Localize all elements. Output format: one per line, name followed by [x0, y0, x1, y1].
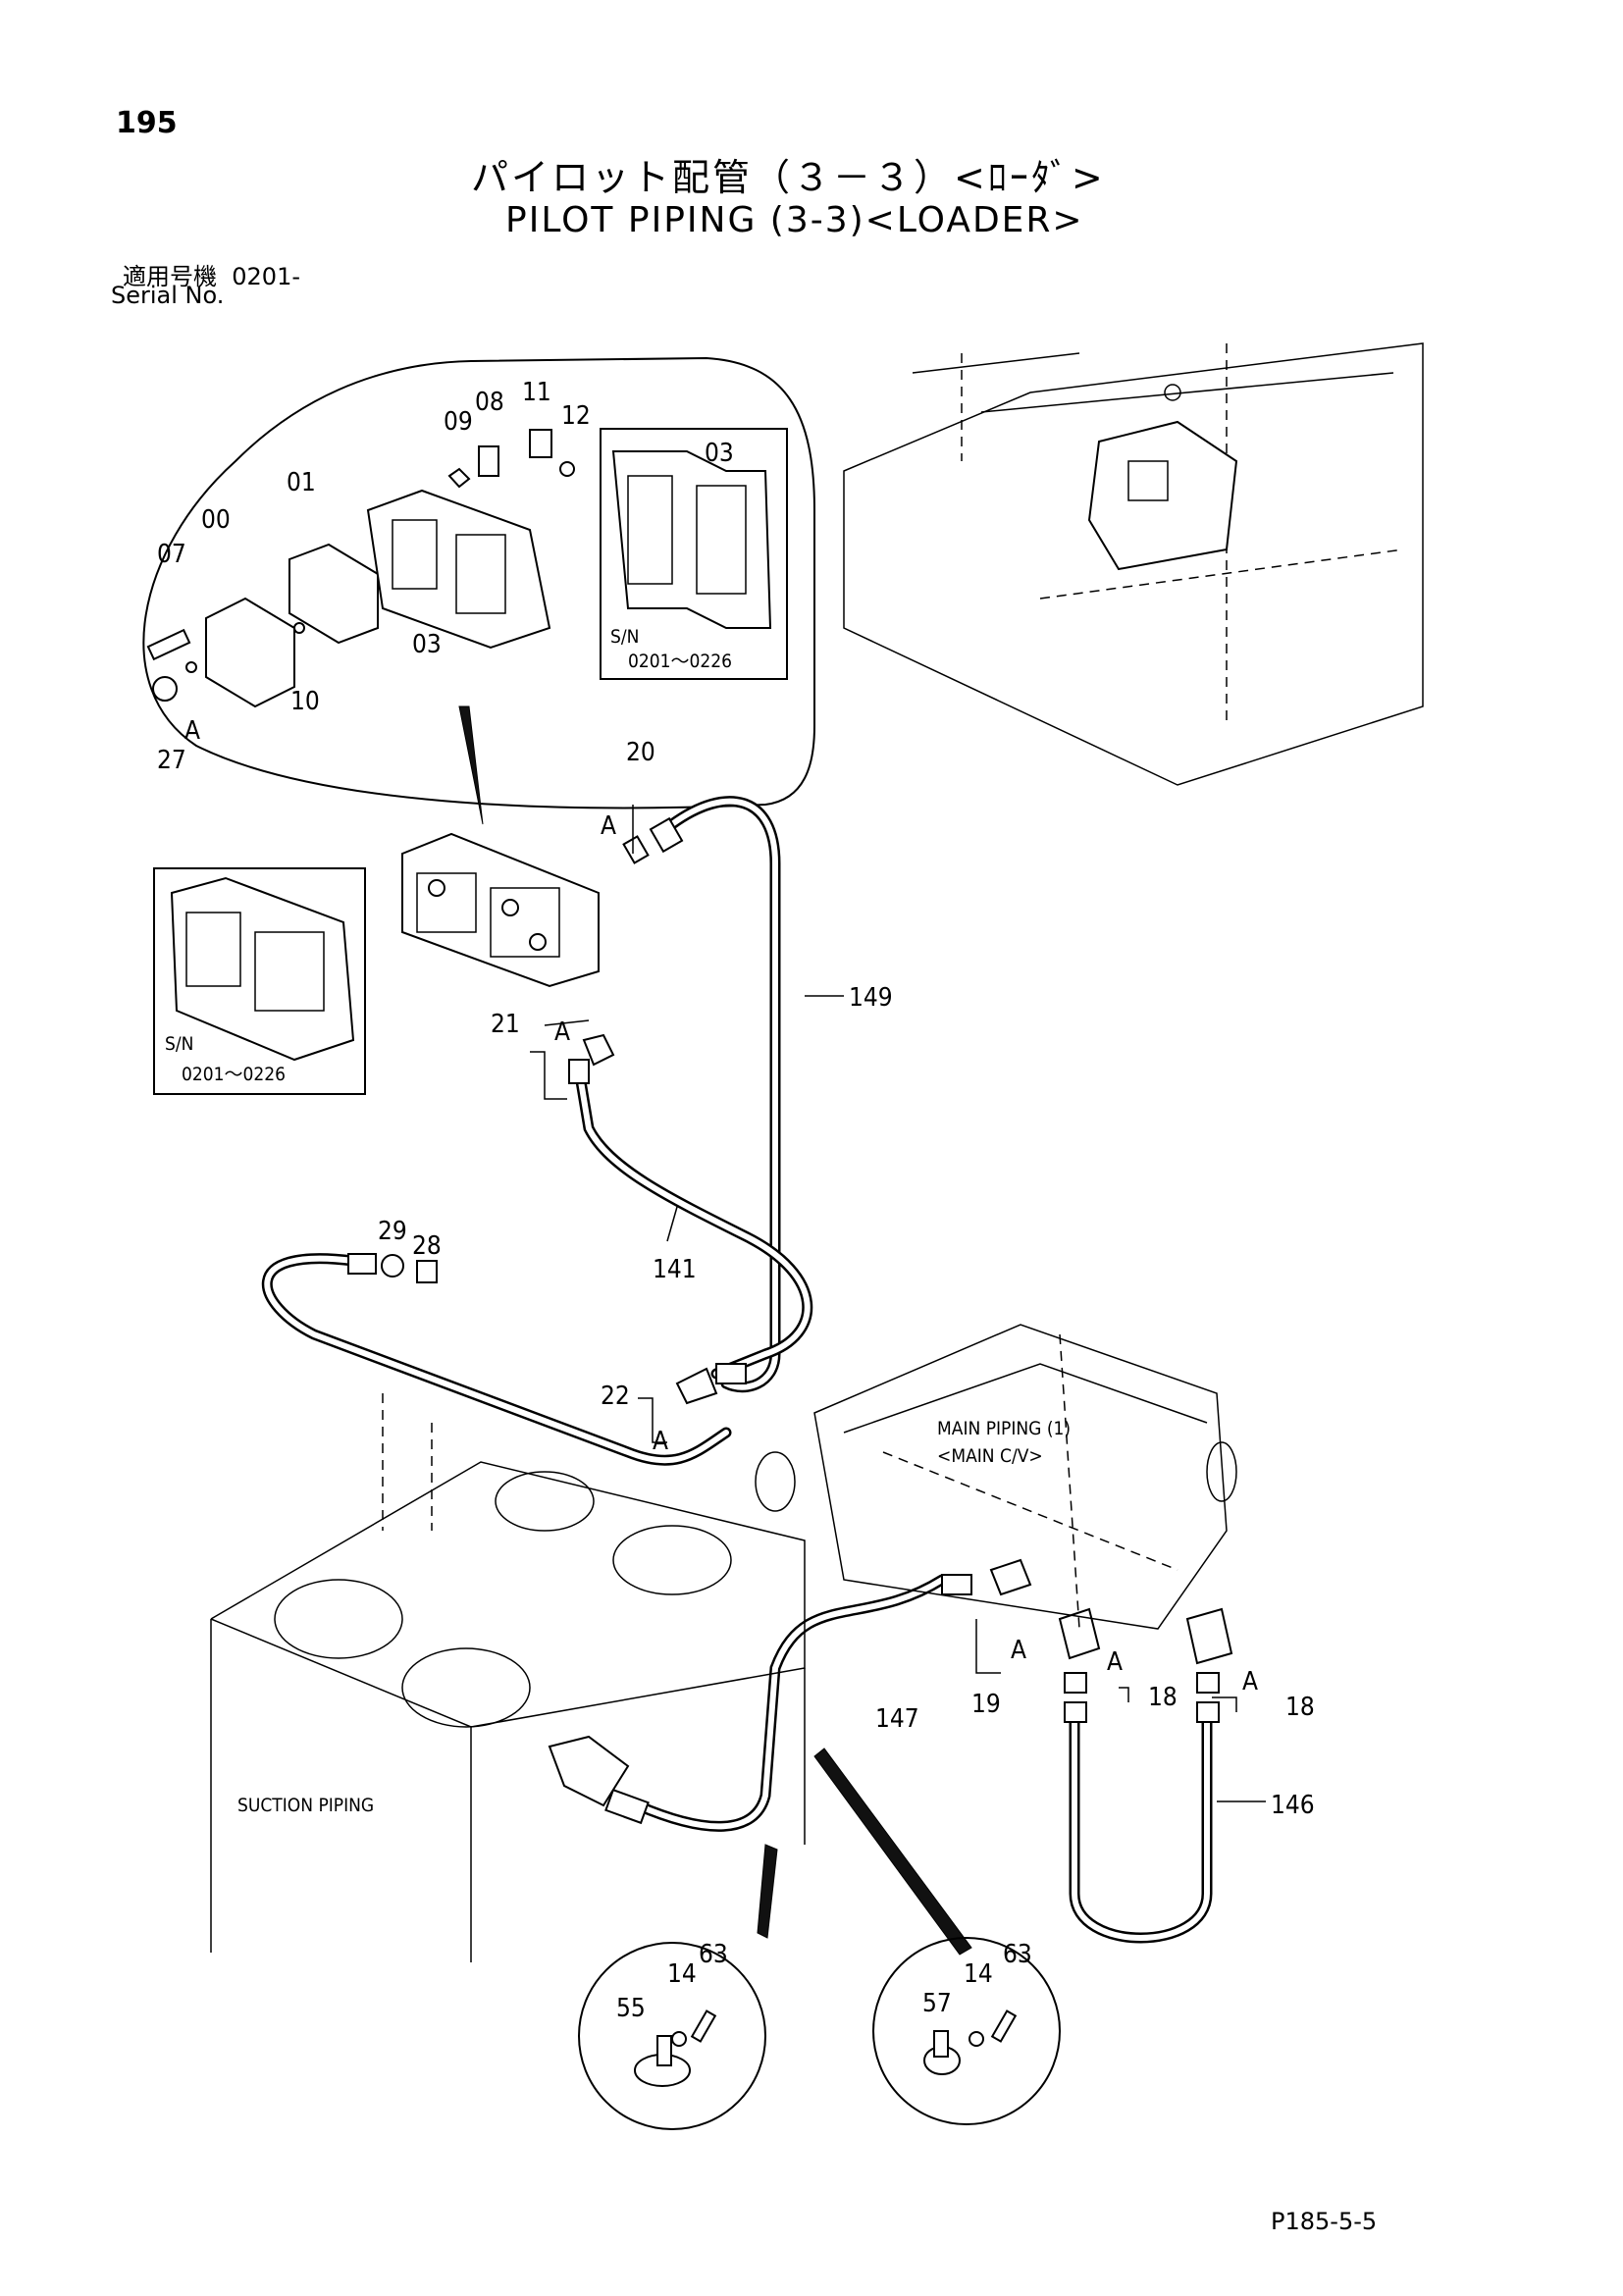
- callout-146: 146: [1271, 1791, 1315, 1820]
- serial-applicability: 適用号機 0201-: [123, 257, 300, 291]
- inset1-serial-range: 0201～0226: [628, 651, 732, 672]
- detail-balloon-pilot-valve: [142, 356, 815, 825]
- callout-07: 07: [157, 540, 186, 569]
- fittings: [347, 816, 1233, 1825]
- callout-21: 21: [491, 1010, 520, 1039]
- exploded-valve-parts: [146, 429, 575, 708]
- leader-lines: [530, 805, 1266, 1802]
- ref-main-piping-line1: MAIN PIPING (1): [937, 1418, 1071, 1439]
- callout-28: 28: [412, 1231, 442, 1261]
- hydraulic-tank: [210, 1393, 806, 1962]
- callout-08: 08: [475, 388, 504, 417]
- callout-14-right: 14: [964, 1959, 993, 1989]
- page-footer-code: P185-5-5: [1271, 2208, 1378, 2235]
- inset1-sn-label: S/N: [610, 626, 639, 648]
- callout-63-right: 63: [1003, 1940, 1032, 1969]
- marker-a-18-left: A: [1107, 1647, 1123, 1677]
- page-number: 195: [116, 106, 178, 140]
- serial-range-value: 0201-: [232, 263, 301, 290]
- callout-22: 22: [601, 1382, 630, 1411]
- callout-18-right: 18: [1285, 1693, 1315, 1722]
- callout-12: 12: [561, 401, 591, 431]
- part-callouts: 00 01 03 03 07 08 09 10 11 12 14 14 18 1…: [157, 378, 1315, 2023]
- main-control-valve: [755, 1324, 1237, 1630]
- callout-09: 09: [444, 407, 473, 437]
- page-title-english: PILOT PIPING (3-3)<LOADER>: [505, 200, 1084, 240]
- callout-10: 10: [290, 687, 320, 716]
- callout-11: 11: [522, 378, 551, 407]
- ref-suction-piping: SUCTION PIPING: [237, 1795, 374, 1816]
- callout-20: 20: [626, 738, 655, 767]
- callout-03-left: 03: [412, 630, 442, 659]
- callout-27: 27: [157, 746, 186, 775]
- callout-149: 149: [849, 983, 893, 1013]
- hoses: [262, 796, 1213, 1944]
- reference-labels: MAIN PIPING (1) <MAIN C/V> SUCTION PIPIN…: [237, 1418, 1071, 1816]
- inset2-serial-range: 0201～0226: [182, 1064, 286, 1085]
- serial-label-japanese: 適用号機: [123, 263, 217, 290]
- inset-serial-0201-0226-upper: S/N 0201～0226: [600, 428, 788, 680]
- callout-19: 19: [971, 1690, 1001, 1719]
- callout-29: 29: [378, 1217, 407, 1246]
- marker-a-balloon: A: [184, 716, 200, 746]
- callout-03-inset: 03: [705, 439, 734, 468]
- marker-a-callouts: A A A A A A A: [184, 716, 1258, 1696]
- marker-a-21: A: [554, 1018, 570, 1047]
- callout-63-left: 63: [699, 1940, 728, 1969]
- callout-141: 141: [653, 1255, 697, 1284]
- inset-serial-0201-0226-lower: S/N 0201～0226: [153, 867, 366, 1095]
- marker-a-20: A: [601, 811, 616, 841]
- callout-57: 57: [922, 1989, 952, 2018]
- page-title-japanese: パイロット配管（３－３）<ﾛｰﾀﾞ>: [471, 156, 1106, 199]
- clamp-detail-balloons: [578, 1748, 1061, 2130]
- callout-14-left: 14: [667, 1959, 697, 1989]
- marker-a-22: A: [653, 1427, 668, 1456]
- serial-label-english: Serial No.: [111, 282, 225, 309]
- marker-a-19: A: [1011, 1636, 1026, 1665]
- pilot-valve-assembly: [401, 832, 600, 988]
- ref-main-piping-line2: <MAIN C/V>: [937, 1445, 1043, 1467]
- callout-147: 147: [875, 1704, 919, 1734]
- callout-18-left: 18: [1148, 1683, 1178, 1712]
- inset2-sn-label: S/N: [165, 1033, 193, 1055]
- cab-equipment-context: [843, 342, 1424, 786]
- callout-55: 55: [616, 1994, 646, 2023]
- marker-a-18-right: A: [1242, 1667, 1258, 1696]
- callout-01: 01: [287, 468, 316, 497]
- callout-00: 00: [201, 505, 231, 535]
